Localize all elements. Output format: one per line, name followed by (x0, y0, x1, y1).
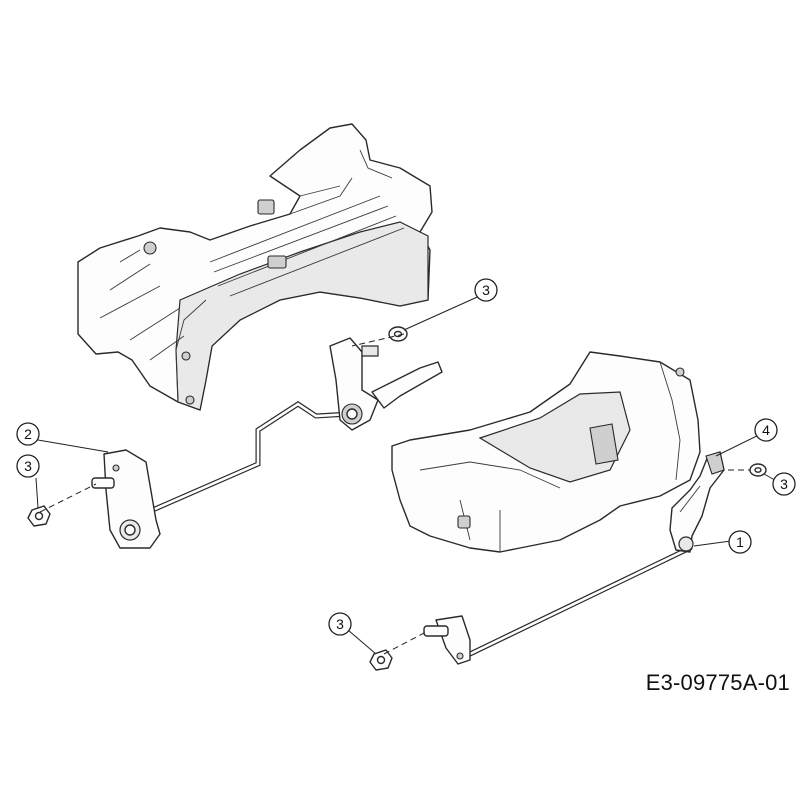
callout-3-top: 3 (474, 278, 498, 302)
deck-housing (391, 351, 701, 553)
assembly-lines (39, 333, 750, 655)
lift-rod-lower (423, 545, 693, 665)
callout-2: 2 (16, 422, 40, 446)
callout-1-label: 1 (736, 534, 744, 550)
callout-3-left: 3 (16, 454, 40, 478)
callout-4-label: 4 (762, 422, 770, 438)
callout-2-label: 2 (24, 426, 32, 442)
callout-4: 4 (754, 418, 778, 442)
washer-right (749, 463, 767, 477)
washer-upper (388, 326, 408, 342)
callout-1: 1 (728, 530, 752, 554)
height-adjust-lever (669, 451, 725, 553)
nut-bottom (369, 649, 393, 671)
nut-left (27, 505, 51, 527)
callout-3-bottom: 3 (328, 612, 352, 636)
callout-3-left-label: 3 (24, 458, 32, 474)
callout-3-right-label: 3 (780, 476, 788, 492)
chassis-frame (77, 123, 433, 411)
callout-3-top-label: 3 (482, 282, 490, 298)
callout-3-right: 3 (772, 472, 796, 496)
left-bracket-plate (91, 449, 161, 549)
lift-rod-upper (145, 337, 443, 515)
reference-code: E3-09775A-01 (645, 670, 790, 695)
callout-3-bottom-label: 3 (336, 616, 344, 632)
